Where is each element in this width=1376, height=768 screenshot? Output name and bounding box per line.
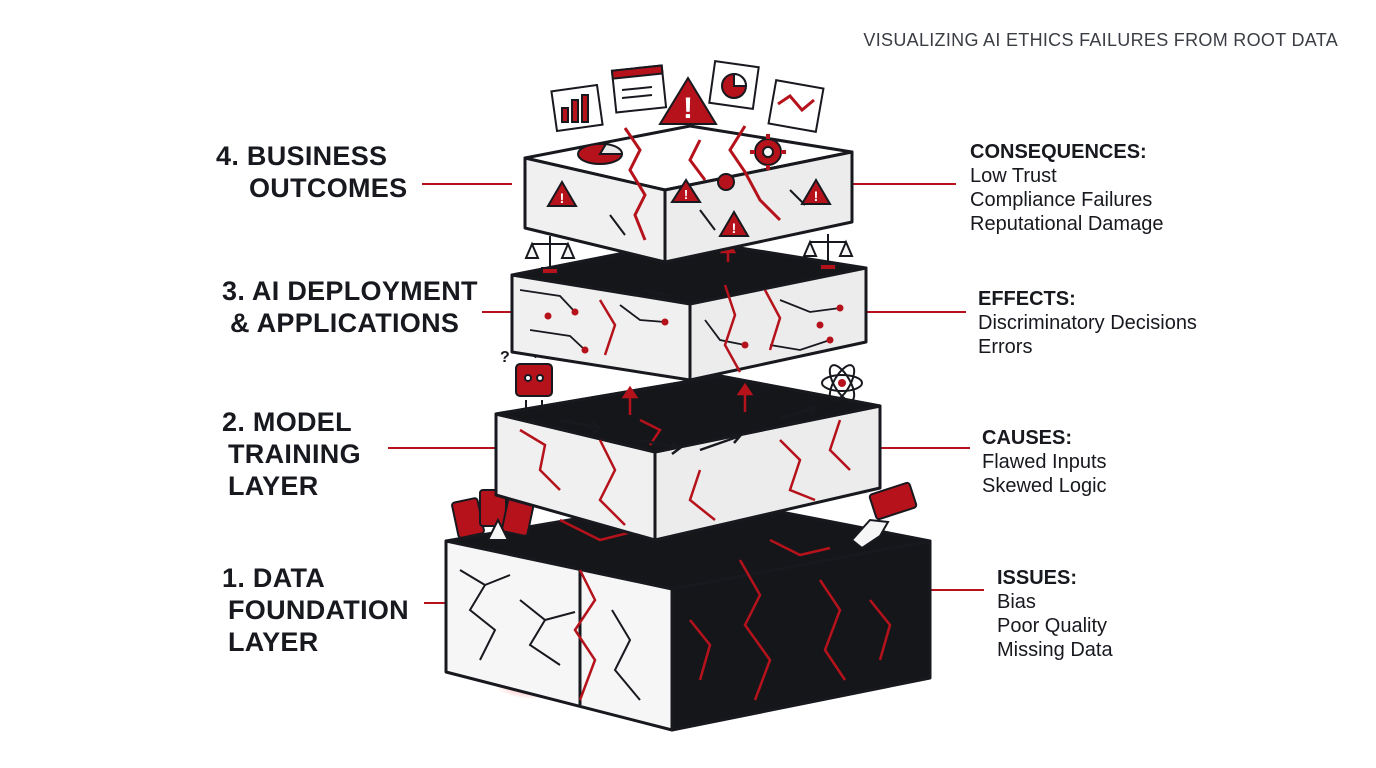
annotation-item: Flawed Inputs: [982, 451, 1107, 473]
layer-label-line: LAYER: [228, 627, 319, 657]
training-arrows: [559, 404, 819, 455]
annotation-item: Discriminatory Decisions: [978, 312, 1197, 334]
annotation-item: Bias: [997, 591, 1036, 613]
annotation-effects: EFFECTS: Discriminatory Decisions Errors: [978, 287, 1197, 359]
annotation-causes: CAUSES: Flawed Inputs Skewed Logic: [982, 426, 1107, 498]
layer-1-data-foundation-block: [444, 495, 932, 732]
layer-label-data-foundation: 1. DATA FOUNDATION LAYER: [222, 562, 409, 658]
svg-text:!: !: [732, 220, 737, 236]
warning-icon: !: [670, 178, 702, 203]
warning-icon: !: [718, 210, 750, 237]
circuit-traces: [519, 289, 841, 351]
svg-text:!: !: [560, 190, 565, 206]
layer-label-line: OUTCOMES: [249, 173, 408, 203]
deployment-cracks-red: [598, 284, 782, 373]
svg-text:!: !: [683, 92, 693, 125]
annotation-consequences: CONSEQUENCES: Low Trust Compliance Failu…: [970, 140, 1163, 236]
bar-chart-icon: [550, 83, 604, 133]
circuit-nodes: [544, 304, 844, 354]
warning-icon: !: [658, 76, 718, 125]
layer-label-line: 3. AI DEPLOYMENT: [222, 276, 478, 306]
layer-label-ai-deployment: 3. AI DEPLOYMENT & APPLICATIONS: [222, 275, 478, 339]
layer-label-line: LAYER: [228, 471, 319, 501]
layer-label-line: FOUNDATION: [228, 595, 409, 625]
annotation-heading: EFFECTS:: [978, 288, 1076, 310]
business-cracks-red: [623, 125, 782, 241]
annotation-item: Missing Data: [997, 639, 1113, 661]
hand-icon: [850, 481, 918, 550]
warning-icon: !: [800, 178, 832, 205]
annotation-item: Low Trust: [970, 165, 1057, 187]
svg-text:!: !: [684, 187, 688, 202]
annotation-item: Poor Quality: [997, 615, 1108, 637]
pie-chart-icon: [577, 142, 623, 165]
layer-label-line: 1. DATA: [222, 563, 326, 593]
warning-icon: !: [546, 180, 578, 207]
robot-icon: ? ?: [500, 347, 553, 410]
annotation-issues: ISSUES: Bias Poor Quality Missing Data: [997, 566, 1113, 662]
layer-2-model-training-block: [494, 374, 882, 542]
pie-chart-icon: [708, 60, 760, 110]
training-cracks-red: [519, 418, 851, 526]
annotation-heading: CAUSES:: [982, 427, 1073, 449]
svg-text:?: ?: [500, 349, 510, 366]
atom-icon: [821, 364, 863, 402]
layer-label-line: 4. BUSINESS: [216, 141, 388, 171]
block-front-right: [670, 539, 932, 732]
trend-chart-icon: [767, 79, 825, 133]
annotation-item: Skewed Logic: [982, 475, 1107, 497]
layer-label-line: TRAINING: [228, 439, 361, 469]
cards-icon: [451, 489, 535, 541]
layer-label-line: & APPLICATIONS: [230, 308, 460, 338]
annotation-heading: ISSUES:: [997, 567, 1078, 589]
block-front-right: [663, 150, 854, 264]
foundation-cracks-dark: [459, 569, 641, 701]
layer-label-line: 2. MODEL: [222, 407, 352, 437]
gear-icon: [750, 134, 786, 170]
layer-3-ai-deployment-block: [510, 238, 868, 382]
annotation-item: Compliance Failures: [970, 189, 1153, 211]
report-icon: [610, 64, 668, 114]
layer-label-business-outcomes: 4. BUSINESS OUTCOMES: [216, 140, 407, 204]
scales-icon: [802, 234, 854, 271]
scales-icon: [524, 236, 576, 275]
coin-icon: [717, 173, 735, 191]
page-title: VISUALIZING AI ETHICS FAILURES FROM ROOT…: [863, 30, 1338, 50]
layer-label-model-training: 2. MODEL TRAINING LAYER: [222, 406, 361, 502]
svg-text:!: !: [814, 188, 819, 204]
annotation-item: Errors: [978, 336, 1033, 358]
annotation-heading: CONSEQUENCES:: [970, 141, 1147, 163]
annotation-item: Reputational Damage: [970, 213, 1164, 235]
